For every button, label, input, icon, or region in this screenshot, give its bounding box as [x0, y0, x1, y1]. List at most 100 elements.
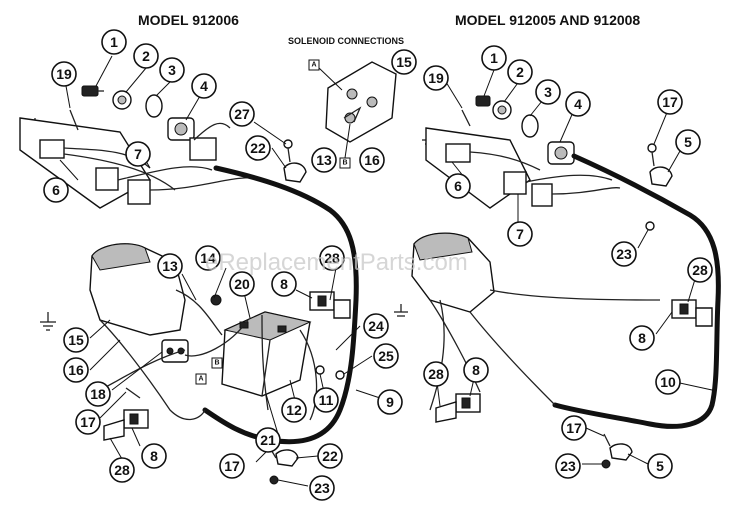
- callout-r1: 1: [481, 45, 507, 71]
- right-connector-b: [503, 171, 527, 195]
- left-solenoid: [161, 339, 189, 363]
- svg-text:12: 12: [286, 402, 302, 418]
- right-switch-8-upper: [671, 299, 713, 327]
- watermark: eReplacementParts.com: [205, 249, 468, 276]
- svg-text:20: 20: [234, 276, 250, 292]
- svg-text:8: 8: [280, 276, 288, 292]
- svg-text:24: 24: [368, 318, 384, 334]
- svg-text:17: 17: [662, 94, 678, 110]
- svg-text:14: 14: [200, 250, 216, 266]
- svg-text:A: A: [198, 376, 203, 383]
- svg-text:10: 10: [660, 374, 676, 390]
- callout-l15: 15: [63, 327, 89, 353]
- left-ignition-switch: [167, 117, 195, 141]
- solenoid-terminal-a: A: [308, 59, 320, 71]
- callout-l3: 3: [159, 57, 185, 83]
- callout-l18: 18: [85, 381, 111, 407]
- left-connector-c: [127, 179, 151, 205]
- right-clamp-5-upper: [649, 166, 673, 187]
- right-ignition-key: [475, 95, 491, 107]
- left-nut-11: [315, 365, 325, 375]
- svg-text:23: 23: [314, 480, 330, 496]
- callout-l13: 13: [157, 253, 183, 279]
- svg-text:28: 28: [114, 462, 130, 478]
- left-washer: [145, 94, 163, 118]
- title-solenoid-connections: SOLENOID CONNECTIONS: [288, 36, 404, 46]
- callout-r23a: 23: [611, 241, 637, 267]
- callout-r28a: 28: [687, 257, 713, 283]
- callout-r17b: 17: [561, 415, 587, 441]
- right-ground-lower: [394, 304, 408, 317]
- svg-text:15: 15: [396, 54, 412, 70]
- callout-l25: 25: [373, 343, 399, 369]
- right-mounting-plate: [425, 127, 531, 209]
- right-main-harness: [552, 153, 721, 429]
- svg-text:22: 22: [322, 448, 338, 464]
- callout-r10: 10: [655, 369, 681, 395]
- left-connector-a: [39, 139, 65, 159]
- right-screw-17-upper: [647, 143, 657, 167]
- solenoid-detail: A B: [308, 59, 397, 169]
- left-terminal-b: B: [211, 357, 223, 369]
- left-switch-8-lower: [103, 409, 149, 441]
- svg-text:1: 1: [490, 50, 498, 66]
- callout-l12: 12: [281, 397, 307, 423]
- svg-text:6: 6: [454, 178, 462, 194]
- callout-s13: 13: [311, 147, 337, 173]
- svg-text:19: 19: [56, 66, 72, 82]
- left-screw-19: [69, 109, 79, 131]
- right-connector-a: [445, 143, 471, 163]
- right-clamp-5-lower: [609, 443, 633, 461]
- right-nut-23-lower: [601, 459, 611, 469]
- callout-r7: 7: [507, 221, 533, 247]
- callout-r5b: 5: [647, 453, 673, 479]
- callout-l28b: 28: [109, 457, 135, 483]
- left-ignition-nut: [112, 90, 132, 110]
- svg-text:23: 23: [616, 246, 632, 262]
- svg-text:6: 6: [52, 182, 60, 198]
- callout-r5a: 5: [675, 129, 701, 155]
- callout-s15: 15: [391, 49, 417, 75]
- callout-l9: 9: [377, 389, 403, 415]
- svg-text:8: 8: [472, 362, 480, 378]
- callout-l22b: 22: [317, 443, 343, 469]
- right-connector-c: [531, 183, 553, 207]
- right-screw-17-lower: [603, 433, 611, 447]
- left-bolt-17: [125, 387, 141, 399]
- svg-text:5: 5: [656, 458, 664, 474]
- callout-l20: 20: [229, 271, 255, 297]
- callout-l1: 1: [101, 29, 127, 55]
- solenoid-terminal-b: B: [339, 157, 351, 169]
- left-ignition-key: [81, 85, 104, 97]
- svg-text:19: 19: [428, 70, 444, 86]
- leader-lines: [59, 55, 713, 487]
- svg-text:17: 17: [566, 420, 582, 436]
- callout-r8b: 8: [463, 357, 489, 383]
- callout-r6: 6: [445, 173, 471, 199]
- svg-text:17: 17: [80, 414, 96, 430]
- svg-text:16: 16: [68, 362, 84, 378]
- right-nut-23-upper: [645, 221, 655, 231]
- svg-text:21: 21: [260, 432, 276, 448]
- callout-l27: 27: [229, 101, 255, 127]
- left-clamp-22: [283, 162, 307, 183]
- right-ignition-switch: [547, 141, 575, 165]
- right-switch-8-lower: [435, 393, 481, 423]
- right-ignition-nut: [492, 100, 512, 120]
- svg-text:15: 15: [68, 332, 84, 348]
- svg-text:7: 7: [134, 146, 142, 162]
- right-assembly: [394, 95, 721, 469]
- left-battery: [221, 311, 312, 397]
- svg-text:7: 7: [516, 226, 524, 242]
- callout-r17a: 17: [657, 89, 683, 115]
- svg-text:5: 5: [684, 134, 692, 150]
- callout-l24: 24: [363, 313, 389, 339]
- callout-r2: 2: [507, 59, 533, 85]
- left-nut-23: [269, 475, 279, 485]
- svg-text:28: 28: [428, 366, 444, 382]
- svg-text:25: 25: [378, 348, 394, 364]
- svg-text:17: 17: [224, 458, 240, 474]
- svg-text:23: 23: [560, 458, 576, 474]
- callout-l22a: 22: [245, 135, 271, 161]
